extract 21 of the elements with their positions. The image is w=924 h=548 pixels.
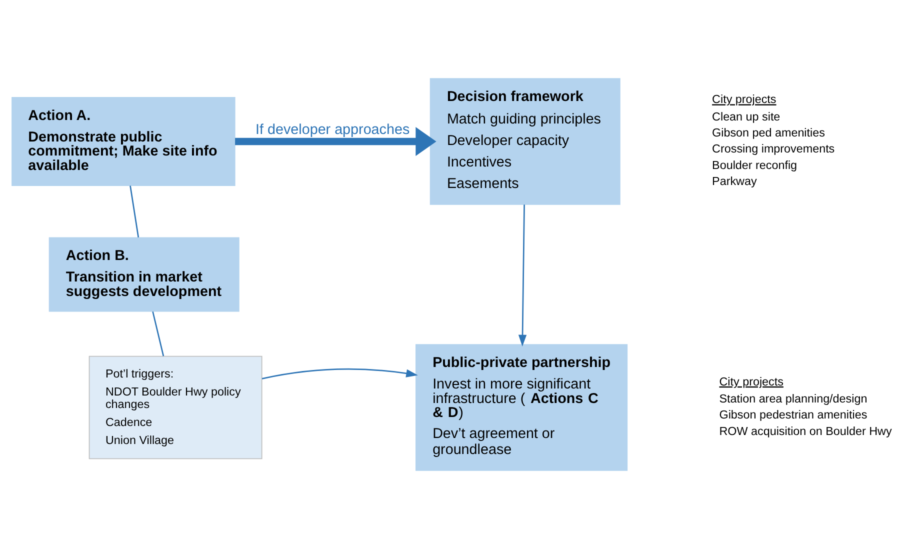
node-box: Action B. Transition in market suggests development (48, 236, 240, 312)
arrow (518, 204, 527, 346)
label: City projects (719, 374, 784, 388)
label: Parkway (712, 174, 757, 188)
arrow (235, 126, 436, 156)
label: ROW acquisition on Boulder Hwy (719, 424, 892, 438)
connector (152, 310, 164, 356)
arrow (262, 368, 418, 379)
label: City projects (712, 92, 776, 106)
label: Boulder reconfig (712, 158, 798, 172)
label: Clean up site (712, 110, 780, 123)
label: Gibson ped amenities (712, 126, 825, 139)
node-box: Action A. Demonstrate public commitment; Make site info available (12, 96, 236, 186)
node-box: Public-private partnership Invest in more significant infrastructure (Actions C & D) Dev’t agreement or groundlease (416, 344, 628, 470)
node-box: Pot’l triggers: NDOT Boulder Hwy policy changes Cadence Union Village (88, 355, 262, 459)
connector (130, 185, 140, 237)
node-box: Decision framework Match guiding principles Developer capacity Incentives Easements (430, 78, 620, 204)
label: Gibson pedestrian amenities (719, 408, 868, 422)
label: Station area planning/design (719, 392, 868, 405)
edge-label: If developer approaches (256, 122, 410, 138)
label: Crossing improvements (712, 142, 835, 156)
